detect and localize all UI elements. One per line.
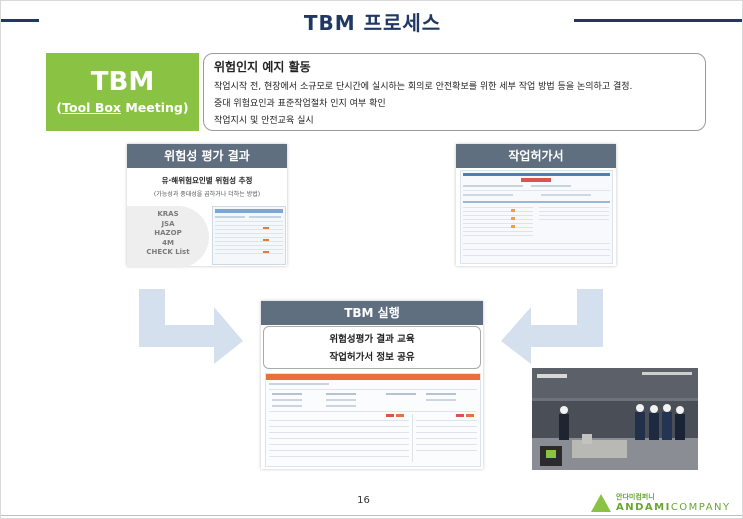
tbm-expansion-rest: Meeting) [121, 100, 189, 115]
exec-screenshot-thumbnail [265, 373, 481, 467]
tbm-acronym: TBM [46, 69, 199, 95]
tbm-execution-panel: TBM 실행 위험성평가 결과 교육 작업허가서 정보 공유 [261, 301, 483, 469]
work-permit-panel: 작업허가서 [456, 144, 616, 266]
risk-assessment-panel: 위험성 평가 결과 유·해위험요인별 위험성 추정 (가능성과 중대성을 곱하거… [127, 144, 287, 266]
tbm-meeting-photo [532, 368, 698, 470]
permit-screenshot-thumbnail [460, 170, 613, 264]
exec-summary-box: 위험성평가 결과 교육 작업허가서 정보 공유 [263, 326, 481, 369]
title-rule-right [574, 19, 743, 22]
permit-screenshot-graphic [461, 171, 612, 263]
exec-line: 위험성평가 결과 교육 [264, 331, 480, 349]
tbm-label-box: TBM (Tool Box Meeting) [46, 53, 199, 131]
risk-method: KRAS [127, 210, 209, 220]
description-line: 작업시작 전, 현장에서 소규모로 단시간에 실시하는 회의로 안전확보를 위한… [214, 79, 695, 96]
company-logo: 안다미컴퍼니 ANDAMICOMPANY [591, 492, 741, 516]
risk-panel-note: (가능성과 중대성을 곱하거나 더하는 방법) [127, 189, 287, 198]
risk-screenshot-thumbnail [212, 206, 286, 265]
exec-screenshot-graphic [266, 374, 480, 466]
logo-english-a: ANDAMI [616, 502, 671, 513]
tbm-meeting-photo-graphic [532, 368, 698, 470]
risk-method: HAZOP [127, 229, 209, 239]
risk-method: CHECK List [127, 248, 209, 258]
logo-triangle-icon [591, 494, 611, 512]
risk-panel-header: 위험성 평가 결과 [127, 144, 287, 168]
tbm-description-box: 위험인지 예지 활동 작업시작 전, 현장에서 소규모로 단시간에 실시하는 회… [203, 53, 706, 131]
logo-korean-text: 안다미컴퍼니 [616, 492, 655, 502]
footer-rule [1, 515, 743, 516]
title-bar: TBM 프로세스 [1, 1, 743, 41]
description-line: 중대 위험요인과 표준작업절차 인지 여부 확인 [214, 96, 695, 113]
arrow-left-to-exec-icon [139, 289, 244, 364]
exec-panel-header: TBM 실행 [261, 301, 483, 325]
description-line: 작업지시 및 안전교육 실시 [214, 113, 695, 130]
risk-methods-list: KRAS JSA HAZOP 4M CHECK List [127, 210, 209, 258]
risk-method: 4M [127, 239, 209, 249]
permit-panel-header: 작업허가서 [456, 144, 616, 168]
logo-english-b: COMPANY [671, 502, 731, 513]
description-heading: 위험인지 예지 활동 [214, 58, 695, 75]
logo-english-text: ANDAMICOMPANY [616, 502, 731, 513]
tbm-expansion-underlined: Tool Box [62, 100, 121, 115]
risk-screenshot-graphic [213, 207, 285, 264]
risk-method: JSA [127, 220, 209, 230]
arrow-right-to-exec-icon [501, 289, 603, 364]
risk-panel-subtitle: 유·해위험요인별 위험성 추정 [127, 175, 287, 186]
exec-line: 작업허가서 정보 공유 [264, 349, 480, 367]
tbm-expansion: (Tool Box Meeting) [46, 100, 199, 115]
